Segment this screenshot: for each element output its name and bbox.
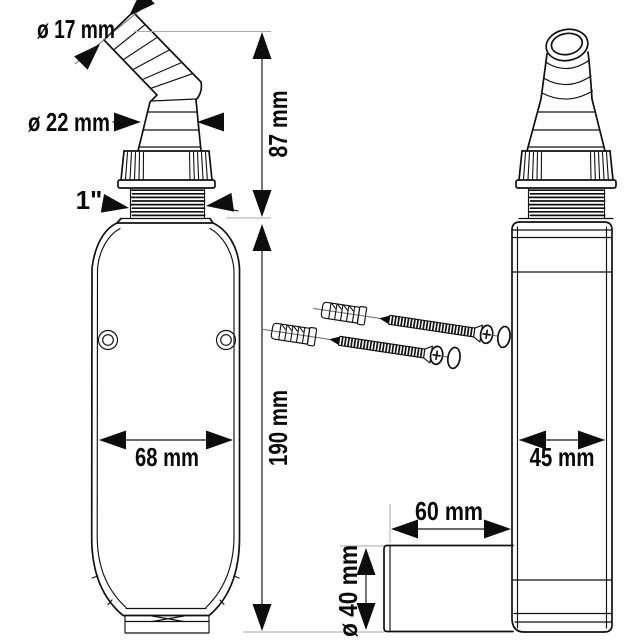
dimension-body-height: 190 mm [243, 224, 384, 633]
mounting-hole-right [215, 329, 237, 351]
dimension-neck-height: 87 mm [134, 31, 293, 219]
arrowhead [391, 519, 418, 539]
arrowhead [204, 192, 235, 216]
mounting-hole-left [97, 329, 119, 351]
dimension-thread-size: 1" [76, 185, 239, 218]
dim-label-spout-diameter: ø 40 mm [333, 545, 363, 637]
arrowhead [484, 519, 511, 539]
pipe-thread-side [518, 188, 614, 220]
arrowhead [99, 430, 126, 450]
dim-label-spout-length: 60 mm [415, 496, 483, 526]
arrowhead [122, 0, 155, 23]
body-front [90, 217, 241, 634]
dimension-hose-end-diameter: ø 17 mm [37, 0, 155, 70]
arrowhead [114, 112, 141, 132]
spout-side [383, 544, 514, 633]
dim-label-hose-diameter: ø 22 mm [28, 107, 110, 137]
front-view [90, 11, 241, 634]
arrowhead [252, 604, 272, 631]
dimension-body-width: 68 mm [99, 430, 233, 472]
dimension-hose-diameter: ø 22 mm [28, 107, 224, 137]
mounting-hardware [260, 297, 514, 371]
pipe-thread-front [120, 188, 211, 220]
arrowhead [100, 193, 131, 218]
dim-label-body-height: 190 mm [263, 390, 293, 466]
union-nut-side [515, 150, 617, 189]
union-nut-front [117, 150, 216, 189]
hose-connector-angled [103, 11, 203, 152]
arrowhead [252, 190, 272, 217]
arrowhead [206, 430, 233, 450]
dimension-spout-diameter: ø 40 mm [333, 545, 384, 637]
arrowhead [252, 32, 272, 59]
dim-label-body-depth: 45 mm [530, 442, 595, 472]
dim-label-body-width: 68 mm [135, 442, 199, 472]
dimension-spout-length: 60 mm [389, 496, 511, 543]
dimension-body-depth: 45 mm [519, 430, 605, 472]
side-view [383, 28, 617, 633]
dim-label-hose-end-diameter: ø 17 mm [37, 14, 115, 44]
arrowhead [197, 112, 224, 132]
dim-label-neck-height: 87 mm [263, 91, 293, 158]
body-side [511, 221, 613, 633]
hose-connector-side [526, 28, 606, 152]
dim-label-thread-size: 1" [76, 185, 103, 215]
arrowhead [252, 224, 272, 251]
dimensions: ø 17 mm ø 22 mm 1" 87 mm [28, 0, 605, 637]
